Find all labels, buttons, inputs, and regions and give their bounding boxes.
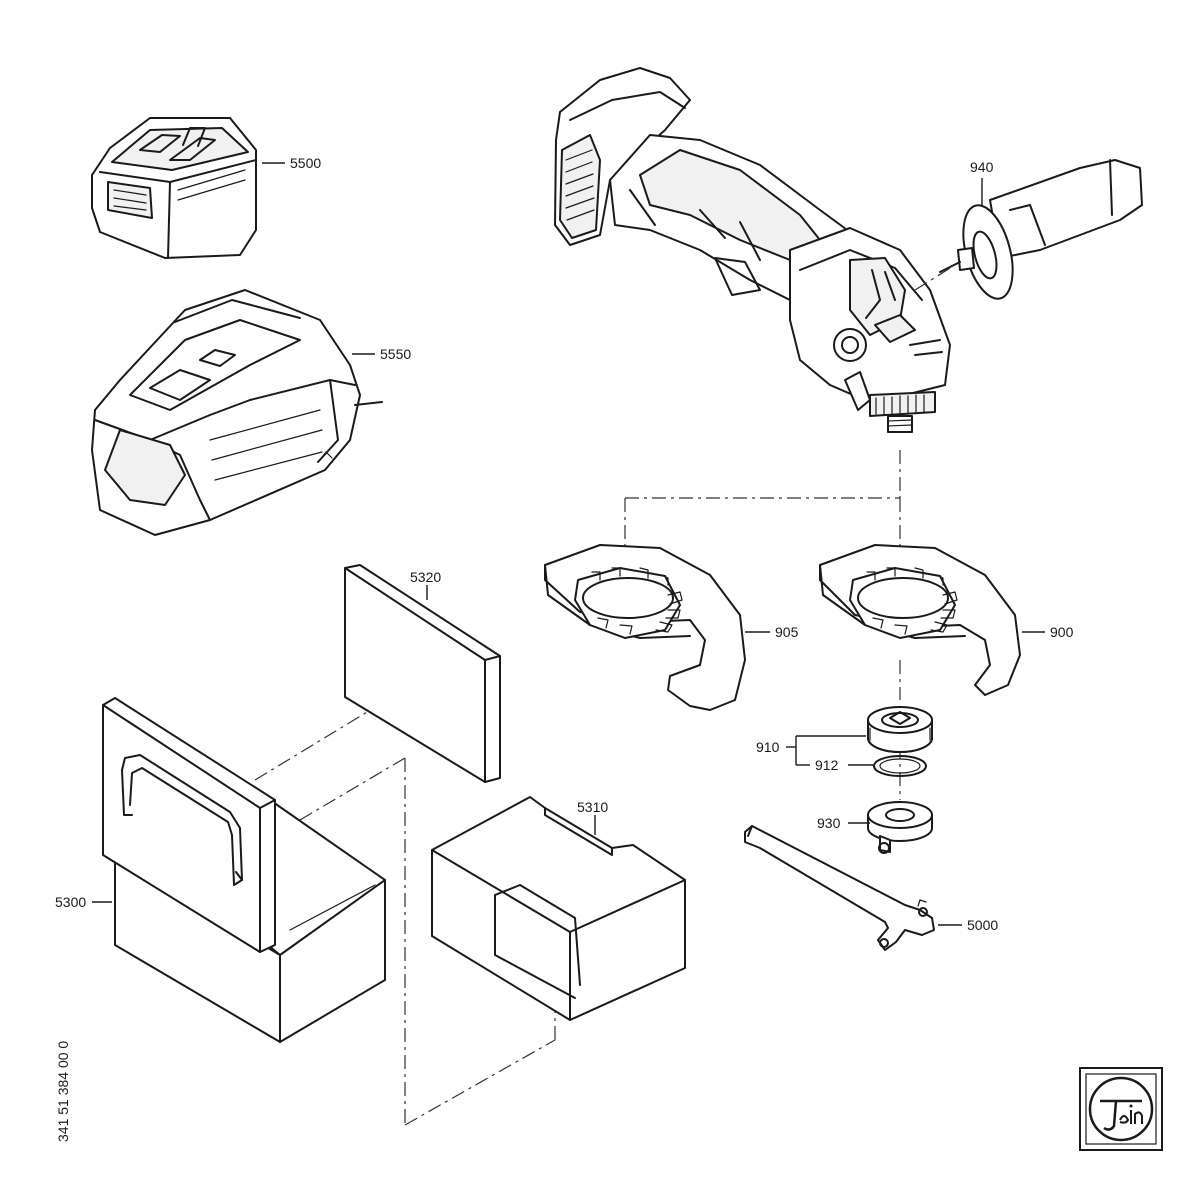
label-5500: 5500 [290, 155, 321, 171]
label-5550: 5550 [380, 346, 411, 362]
battery-pack-5500 [91, 117, 257, 259]
spanner-wrench-5000 [744, 825, 935, 951]
fein-logo [1079, 1067, 1163, 1151]
carry-case-5300 [102, 697, 386, 1043]
label-5310: 5310 [577, 799, 608, 815]
label-912: 912 [815, 757, 839, 773]
label-905: 905 [775, 624, 799, 640]
mounting-flange-930 [867, 801, 933, 854]
side-handle-940 [939, 159, 1143, 300]
label-5300: 5300 [55, 894, 86, 910]
charger-5550 [91, 289, 383, 536]
label-900: 900 [1050, 624, 1074, 640]
o-ring-912 [873, 755, 927, 777]
leader-lines [92, 162, 1045, 926]
clamping-nut-910 [867, 706, 933, 753]
assembly-axis-lines [254, 450, 901, 1126]
label-5000: 5000 [967, 917, 998, 933]
label-930: 930 [817, 815, 841, 831]
wheel-guard-905 [544, 544, 746, 711]
foam-insert-5310 [431, 796, 686, 1021]
label-940: 940 [970, 159, 994, 175]
label-910: 910 [756, 739, 780, 755]
part-labels: 5500 5550 940 905 900 910 912 930 5000 5… [55, 155, 1074, 933]
angle-grinder-body [554, 67, 951, 433]
document-number: 341 51 384 00 0 [55, 1041, 71, 1142]
label-5320: 5320 [410, 569, 441, 585]
wheel-guard-900 [819, 544, 1021, 696]
foam-insert-5320 [344, 564, 501, 783]
